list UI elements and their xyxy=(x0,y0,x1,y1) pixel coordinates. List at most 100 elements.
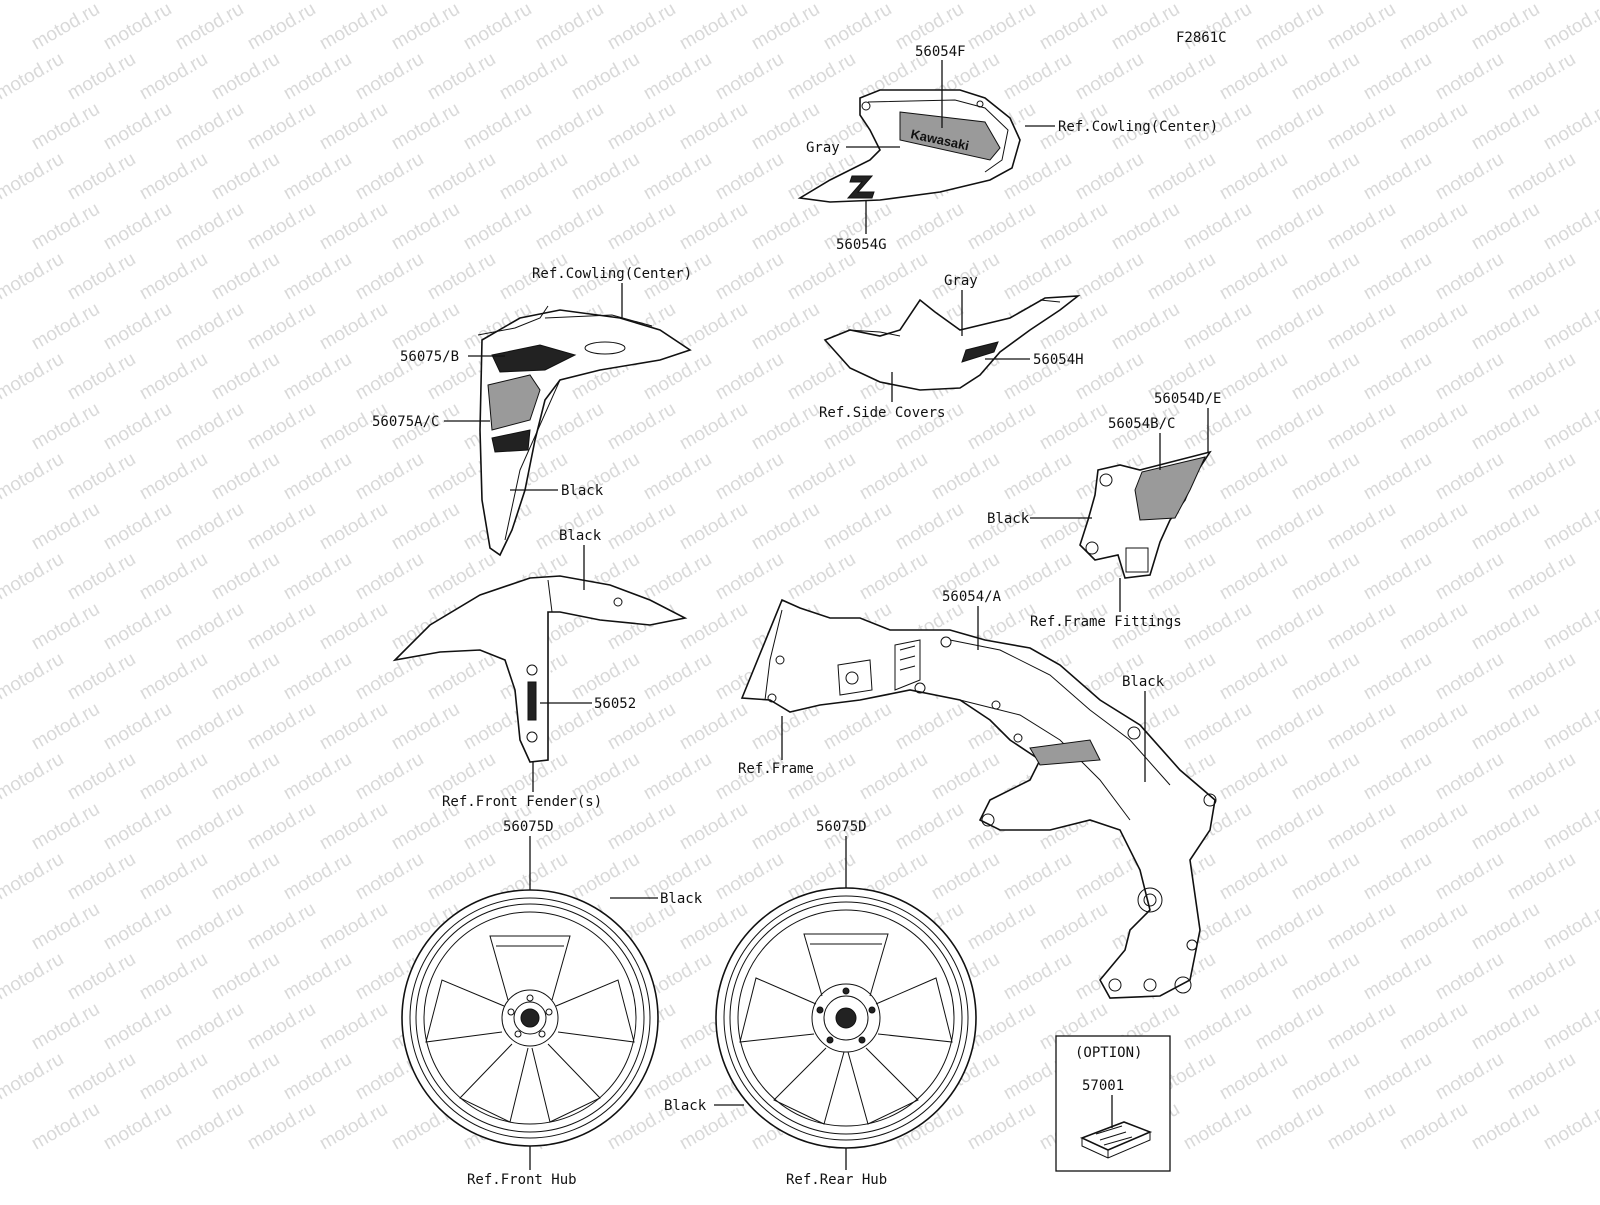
watermark-text: motod.ru xyxy=(1216,49,1291,105)
watermark-text: motod.ru xyxy=(1396,399,1471,455)
watermark-text: motod.ru xyxy=(1180,299,1255,355)
label-gray-2: Gray xyxy=(944,273,978,289)
watermark-text: motod.ru xyxy=(1324,699,1399,755)
watermark-text: motod.ru xyxy=(64,949,139,1005)
watermark-text: motod.ru xyxy=(1432,249,1507,305)
watermark-text: motod.ru xyxy=(1324,599,1399,655)
watermark-text: motod.ru xyxy=(100,299,175,355)
watermark-text: motod.ru xyxy=(1180,699,1255,755)
watermark-text: motod.ru xyxy=(280,649,355,705)
label-ref-rear-hub: Ref.Rear Hub xyxy=(786,1172,887,1188)
watermark-text: motod.ru xyxy=(244,399,319,455)
watermark-text: motod.ru xyxy=(352,0,427,4)
watermark-text: motod.ru xyxy=(280,349,355,405)
watermark-text: motod.ru xyxy=(136,0,211,4)
watermark-text: motod.ru xyxy=(496,0,571,4)
watermark-text: motod.ru xyxy=(892,199,967,255)
label-56054A: 56054/A xyxy=(942,589,1002,605)
watermark-text: motod.ru xyxy=(136,1049,211,1105)
watermark-text: motod.ru xyxy=(64,549,139,605)
watermark-text: motod.ru xyxy=(640,0,715,4)
watermark-text: motod.ru xyxy=(1504,749,1579,805)
watermark-text: motod.ru xyxy=(1468,899,1543,955)
watermark-text: motod.ru xyxy=(28,999,103,1055)
label-ref-cowling-center-2: Ref.Cowling(Center) xyxy=(532,266,692,282)
watermark-text: motod.ru xyxy=(1216,449,1291,505)
watermark-text: motod.ru xyxy=(352,249,427,305)
watermark-text: motod.ru xyxy=(1432,49,1507,105)
watermark-text: motod.ru xyxy=(1252,199,1327,255)
label-black-rear-wheel: Black xyxy=(664,1098,707,1114)
watermark-text: motod.ru xyxy=(892,499,967,555)
watermark-text: motod.ru xyxy=(100,199,175,255)
watermark-text: motod.ru xyxy=(1432,1049,1507,1105)
watermark-text: motod.ru xyxy=(1360,749,1435,805)
watermark-text: motod.ru xyxy=(28,199,103,255)
watermark-text: motod.ru xyxy=(1504,949,1579,1005)
watermark-text: motod.ru xyxy=(712,849,787,905)
watermark-text: motod.ru xyxy=(1360,849,1435,905)
watermark-text: motod.ru xyxy=(712,0,787,4)
watermark-text: motod.ru xyxy=(244,599,319,655)
front-wheel-part xyxy=(401,889,659,1147)
watermark-text: motod.ru xyxy=(280,149,355,205)
watermark-text: motod.ru xyxy=(964,0,1039,54)
watermark-text: motod.ru xyxy=(1360,1049,1435,1105)
watermark-text: motod.ru xyxy=(1108,299,1183,355)
watermark-text: motod.ru xyxy=(1468,199,1543,255)
watermark-text: motod.ru xyxy=(676,499,751,555)
watermark-text: motod.ru xyxy=(1432,849,1507,905)
watermark-text: motod.ru xyxy=(64,349,139,405)
watermark-text: motod.ru xyxy=(820,499,895,555)
watermark-text: motod.ru xyxy=(208,649,283,705)
watermark-text: motod.ru xyxy=(0,49,67,105)
watermark-text: motod.ru xyxy=(1288,149,1363,205)
watermark-text: motod.ru xyxy=(172,999,247,1055)
label-56054DE: 56054D/E xyxy=(1154,391,1221,407)
watermark-text: motod.ru xyxy=(1504,449,1579,505)
watermark-text: motod.ru xyxy=(784,249,859,305)
watermark-text: motod.ru xyxy=(1540,99,1600,155)
watermark-text: motod.ru xyxy=(1036,0,1111,54)
watermark-text: motod.ru xyxy=(1468,0,1543,54)
watermark-text: motod.ru xyxy=(1360,949,1435,1005)
watermark-text: motod.ru xyxy=(172,99,247,155)
watermark-text: motod.ru xyxy=(964,1099,1039,1155)
watermark-text: motod.ru xyxy=(388,299,463,355)
watermark-text: motod.ru xyxy=(676,0,751,54)
watermark-text: motod.ru xyxy=(568,0,643,4)
watermark-text: motod.ru xyxy=(748,0,823,54)
watermark-text: motod.ru xyxy=(208,349,283,405)
watermark-text: motod.ru xyxy=(1288,949,1363,1005)
watermark-text: motod.ru xyxy=(64,1049,139,1105)
watermark-text: motod.ru xyxy=(1396,1099,1471,1155)
watermark-text: motod.ru xyxy=(1180,499,1255,555)
watermark-text: motod.ru xyxy=(1396,899,1471,955)
label-56075AC: 56075A/C xyxy=(372,414,439,430)
watermark-text: motod.ru xyxy=(1540,399,1600,455)
frame-part xyxy=(740,598,1217,999)
watermark-text: motod.ru xyxy=(1468,399,1543,455)
watermark-text: motod.ru xyxy=(604,499,679,555)
watermark-text: motod.ru xyxy=(640,149,715,205)
watermark-text: motod.ru xyxy=(1288,549,1363,605)
watermark-text: motod.ru xyxy=(604,0,679,54)
watermark-text: motod.ru xyxy=(1288,849,1363,905)
watermark-text: motod.ru xyxy=(712,149,787,205)
label-ref-front-hub: Ref.Front Hub xyxy=(467,1172,577,1188)
watermark-text: motod.ru xyxy=(604,99,679,155)
watermark-text: motod.ru xyxy=(748,799,823,855)
watermark-text: motod.ru xyxy=(172,0,247,54)
watermark-text: motod.ru xyxy=(964,199,1039,255)
label-ref-front-fender: Ref.Front Fender(s) xyxy=(442,794,602,810)
watermark-text: motod.ru xyxy=(1396,99,1471,155)
watermark-text: motod.ru xyxy=(64,449,139,505)
watermark-text: motod.ru xyxy=(1324,899,1399,955)
watermark-text: motod.ru xyxy=(244,199,319,255)
watermark-text: motod.ru xyxy=(1252,999,1327,1055)
watermark-text: motod.ru xyxy=(1144,149,1219,205)
watermark-text: motod.ru xyxy=(316,0,391,54)
watermark-text: motod.ru xyxy=(1036,899,1111,955)
watermark-text: motod.ru xyxy=(244,999,319,1055)
